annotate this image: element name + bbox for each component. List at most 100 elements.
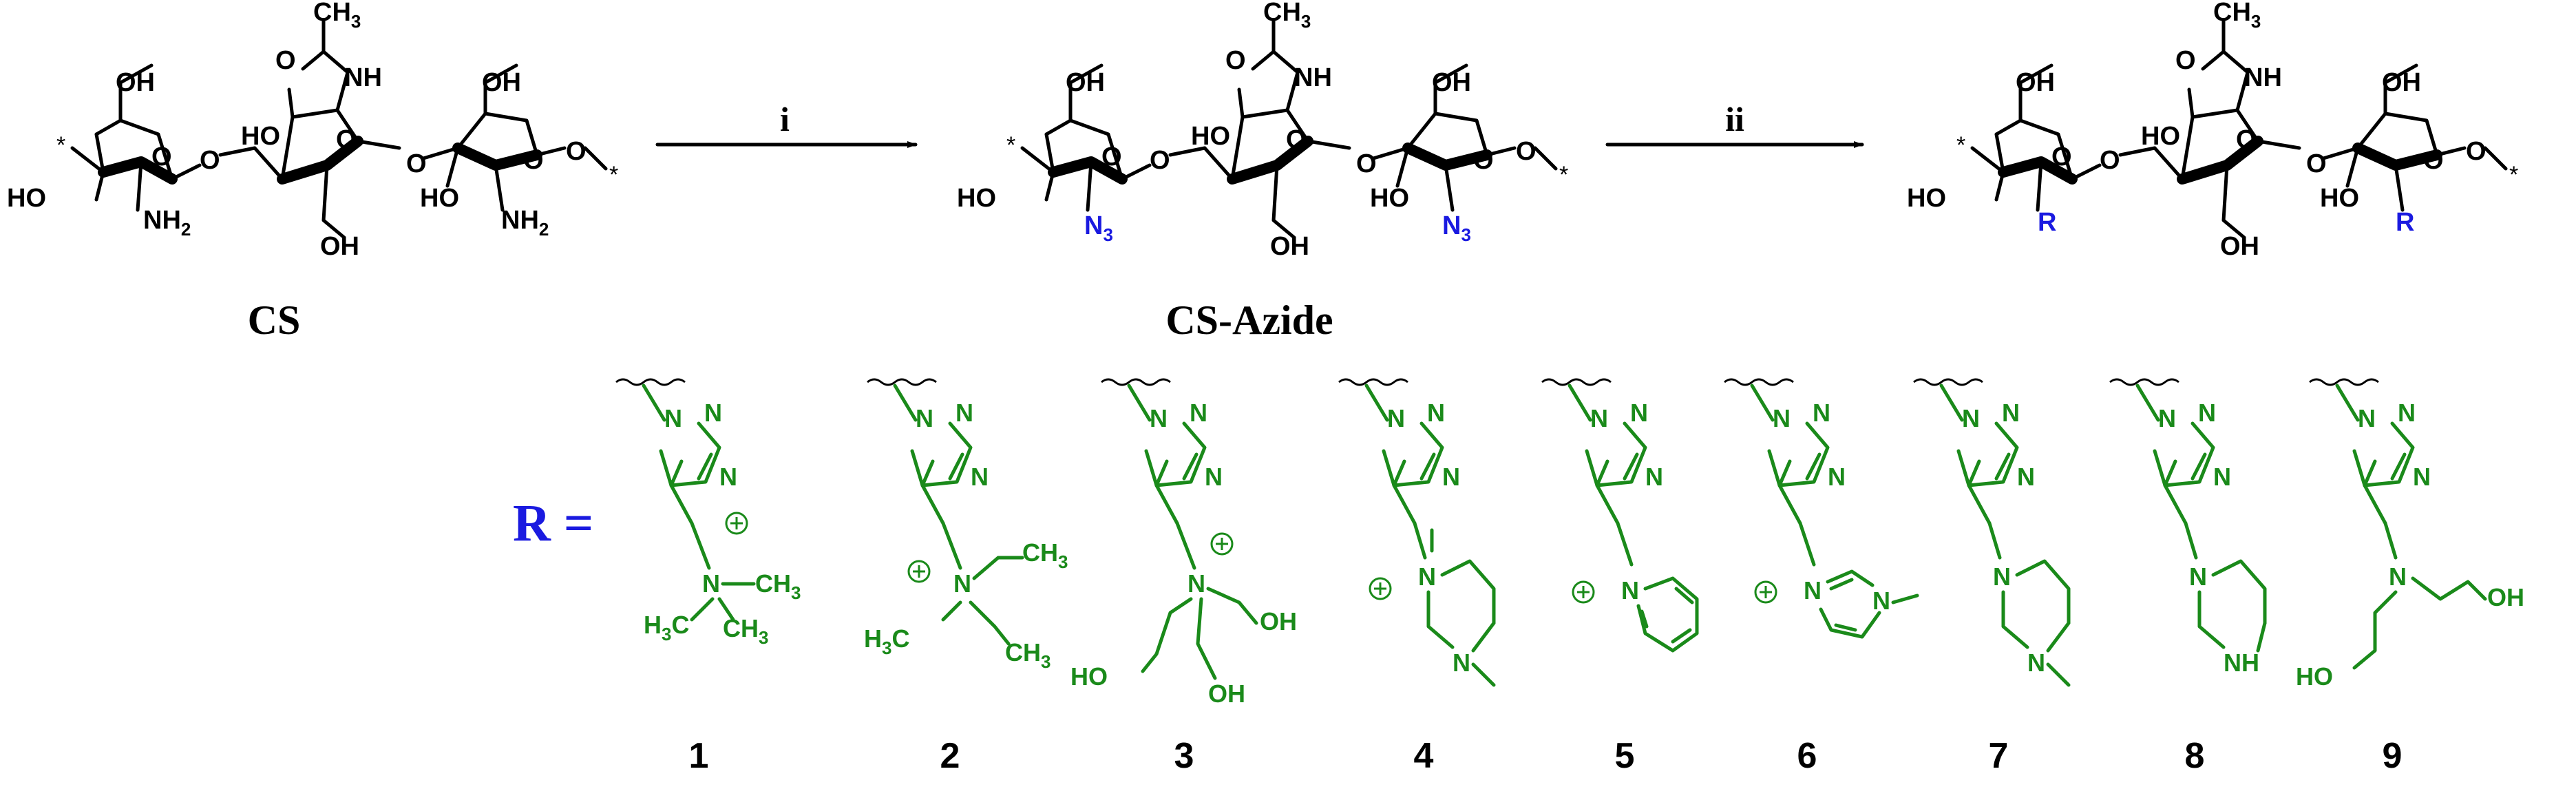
atom-o-link: O [2306, 149, 2327, 178]
svg-text:N: N [1993, 562, 2011, 591]
atom-o: O [2423, 146, 2444, 175]
svg-text:OH: OH [2487, 583, 2524, 611]
polymer-end-star: * [609, 162, 618, 188]
svg-text:N: N [1590, 404, 1608, 432]
svg-text:H3C: H3C [864, 624, 909, 658]
substituent-5: N N N N [1542, 379, 1699, 653]
polymer-end-star: * [1559, 162, 1568, 188]
substituent-number-8: 8 [2185, 736, 2205, 776]
svg-text:N: N [1645, 463, 1663, 491]
svg-text:N: N [704, 399, 722, 427]
svg-text:N: N [2198, 399, 2216, 427]
svg-text:N: N [1813, 399, 1830, 427]
atom-o-link: O [566, 137, 587, 166]
substituent-number-2: 2 [940, 736, 960, 776]
atom-oh: OH [116, 68, 155, 97]
substituent-number-1: 1 [689, 736, 709, 776]
r-group-label: R = [513, 494, 593, 552]
atom-ch3: CH3 [1263, 0, 1311, 32]
svg-text:N: N [1150, 404, 1168, 432]
atom-ho: HO [241, 122, 280, 151]
polymer-end-star: * [56, 132, 65, 158]
atom-o: O [523, 146, 544, 175]
svg-text:NH: NH [2224, 649, 2259, 677]
svg-text:OH: OH [1208, 680, 1245, 708]
atom-o-link: O [2466, 137, 2487, 166]
atom-o-link: O [2100, 146, 2120, 175]
substituent-number-9: 9 [2383, 736, 2403, 776]
compound-name-cs-azide: CS-Azide [1165, 297, 1333, 343]
atom-n3: N3 [1084, 211, 1113, 245]
svg-text:N: N [1187, 569, 1205, 598]
svg-text:N: N [2017, 463, 2035, 491]
atom-o-link: O [1356, 149, 1377, 178]
atom-oh: OH [2220, 232, 2259, 261]
svg-text:N: N [1773, 404, 1791, 432]
atom-ho: HO [1191, 122, 1230, 151]
atom-nh: NH [2244, 63, 2282, 92]
svg-text:N: N [702, 569, 720, 598]
svg-text:N: N [2002, 399, 2020, 427]
substituent-number-3: 3 [1174, 736, 1194, 776]
atom-o: O [2051, 143, 2072, 171]
atom-o: O [151, 143, 172, 171]
atom-r: R [2038, 208, 2056, 237]
atom-ho: HO [2320, 184, 2359, 213]
atom-oh: OH [320, 232, 359, 261]
atom-oh: OH [2016, 68, 2055, 97]
atom-o: O [336, 125, 357, 154]
atom-o-link: O [1150, 146, 1170, 175]
svg-text:CH3: CH3 [1005, 638, 1051, 672]
substituent-7: N N N N N [1914, 379, 2071, 687]
svg-text:N: N [2213, 463, 2231, 491]
atom-o-link: O [200, 146, 220, 175]
svg-text:N: N [2189, 562, 2207, 591]
substituent-number-7: 7 [1989, 736, 2009, 776]
svg-text:OH: OH [1260, 607, 1297, 635]
svg-text:N: N [956, 399, 973, 427]
atom-r: R [2396, 208, 2414, 237]
svg-text:H3C: H3C [644, 611, 689, 644]
svg-text:CH3: CH3 [755, 569, 801, 603]
svg-text:N: N [2389, 562, 2407, 591]
atom-ho: HO [957, 184, 996, 213]
substituent-2: N N N N CH3 H3C CH3 [864, 379, 1068, 672]
svg-text:N: N [1205, 463, 1223, 491]
svg-text:CH3: CH3 [1022, 538, 1068, 572]
atom-ho: HO [2141, 122, 2180, 151]
substituent-1: N N N N CH3 H3C CH3 [616, 379, 801, 648]
substituent-3: N N N N OH HO OH [1070, 379, 1297, 708]
product-structure: * OH O HO R O HO O CH3 NH O OH O OH O HO… [1907, 0, 2518, 261]
svg-text:N: N [1387, 404, 1405, 432]
svg-text:N: N [2158, 404, 2176, 432]
svg-text:N: N [719, 463, 737, 491]
svg-text:N: N [1828, 463, 1846, 491]
atom-o-carbonyl: O [1225, 46, 1246, 75]
svg-text:HO: HO [1070, 662, 1108, 691]
substituent-9: N N N N OH HO [2296, 379, 2524, 691]
svg-text:N: N [1872, 587, 1890, 615]
svg-text:HO: HO [2296, 662, 2333, 691]
svg-text:N: N [1427, 399, 1445, 427]
atom-oh: OH [482, 68, 521, 97]
svg-text:N: N [1418, 562, 1436, 591]
atom-o-carbonyl: O [275, 46, 296, 75]
cs-structure: * OH O HO NH2 O HO O CH3 NH O OH O OH O … [7, 0, 618, 261]
substituent-number-6: 6 [1797, 736, 1817, 776]
atom-oh: OH [2382, 68, 2421, 97]
atom-o: O [1473, 146, 1494, 175]
polymer-end-star: * [1006, 132, 1015, 158]
atom-ho: HO [7, 184, 46, 213]
atom-nh: NH [344, 63, 382, 92]
cs-azide-structure: * OH O HO N3 O HO O CH3 NH O OH O OH O H… [957, 0, 1568, 261]
svg-text:N: N [2413, 463, 2431, 491]
atom-n3: N3 [1442, 211, 1471, 245]
svg-text:CH3: CH3 [723, 614, 768, 648]
polymer-end-star: * [1956, 132, 1965, 158]
svg-text:N: N [971, 463, 989, 491]
atom-oh: OH [1270, 232, 1309, 261]
atom-o: O [1101, 143, 1122, 171]
atom-ho: HO [1370, 184, 1409, 213]
atom-oh: OH [1066, 68, 1105, 97]
svg-text:N: N [2027, 649, 2045, 677]
